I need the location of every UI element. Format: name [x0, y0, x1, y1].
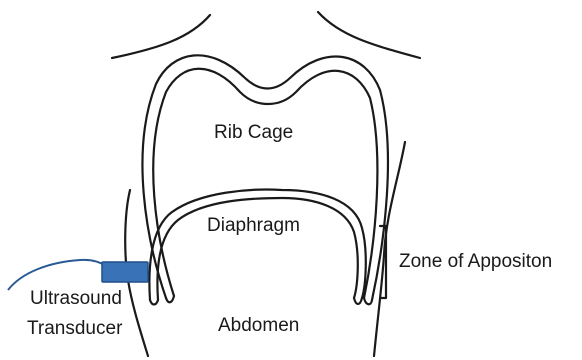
- rib-left-end: [166, 296, 174, 302]
- left-clavicle-upper: [112, 15, 210, 58]
- diaphragm-inner: [157, 198, 357, 300]
- diaphragm-right-end: [354, 298, 362, 304]
- rib-cage-outer: [142, 55, 387, 300]
- transducer-label-line2: Transducer: [27, 319, 122, 338]
- ultrasound-transducer: [102, 262, 148, 282]
- rib-cage-inner: [153, 69, 377, 298]
- abdomen-label: Abdomen: [218, 316, 299, 335]
- right-clavicle-upper: [318, 12, 420, 58]
- diaphragm-outer: [149, 190, 365, 300]
- diaphragm-left-end: [150, 300, 158, 305]
- zone-of-apposition-label: Zone of Appositon: [399, 252, 552, 271]
- rib-cage-label: Rib Cage: [214, 123, 293, 142]
- right-body-contour: [374, 142, 405, 356]
- diaphragm-label: Diaphragm: [207, 216, 300, 235]
- transducer-cable: [8, 260, 106, 290]
- rib-right-end: [364, 298, 372, 304]
- transducer-label-line1: Ultrasound: [30, 289, 122, 308]
